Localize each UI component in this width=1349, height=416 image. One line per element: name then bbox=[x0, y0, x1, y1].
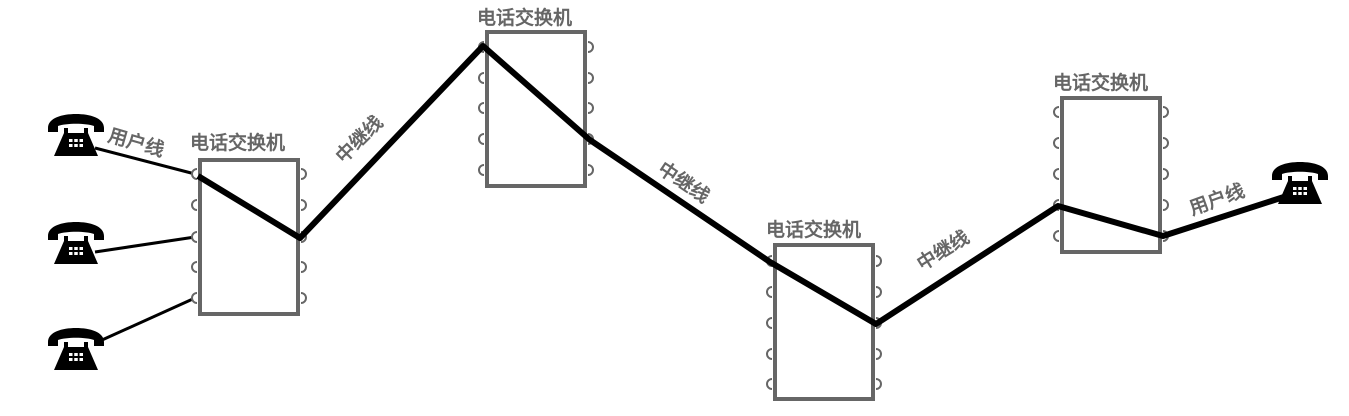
switch-label-1: 电话交换机 bbox=[190, 132, 286, 154]
user-line-1 bbox=[94, 146, 196, 176]
call-path bbox=[196, 43, 1291, 327]
user-line-2 bbox=[94, 235, 196, 254]
switch-label-3: 电话交换机 bbox=[766, 219, 862, 241]
switch-box-2 bbox=[485, 30, 587, 188]
user-line-3 bbox=[101, 296, 196, 342]
telephone-icon bbox=[48, 328, 104, 370]
telephone-icon bbox=[48, 222, 104, 264]
switch-label-2: 电话交换机 bbox=[477, 7, 573, 29]
switch-box-4 bbox=[1060, 96, 1162, 254]
switch-box-3 bbox=[773, 243, 875, 401]
switch-label-4: 电话交换机 bbox=[1053, 72, 1149, 94]
